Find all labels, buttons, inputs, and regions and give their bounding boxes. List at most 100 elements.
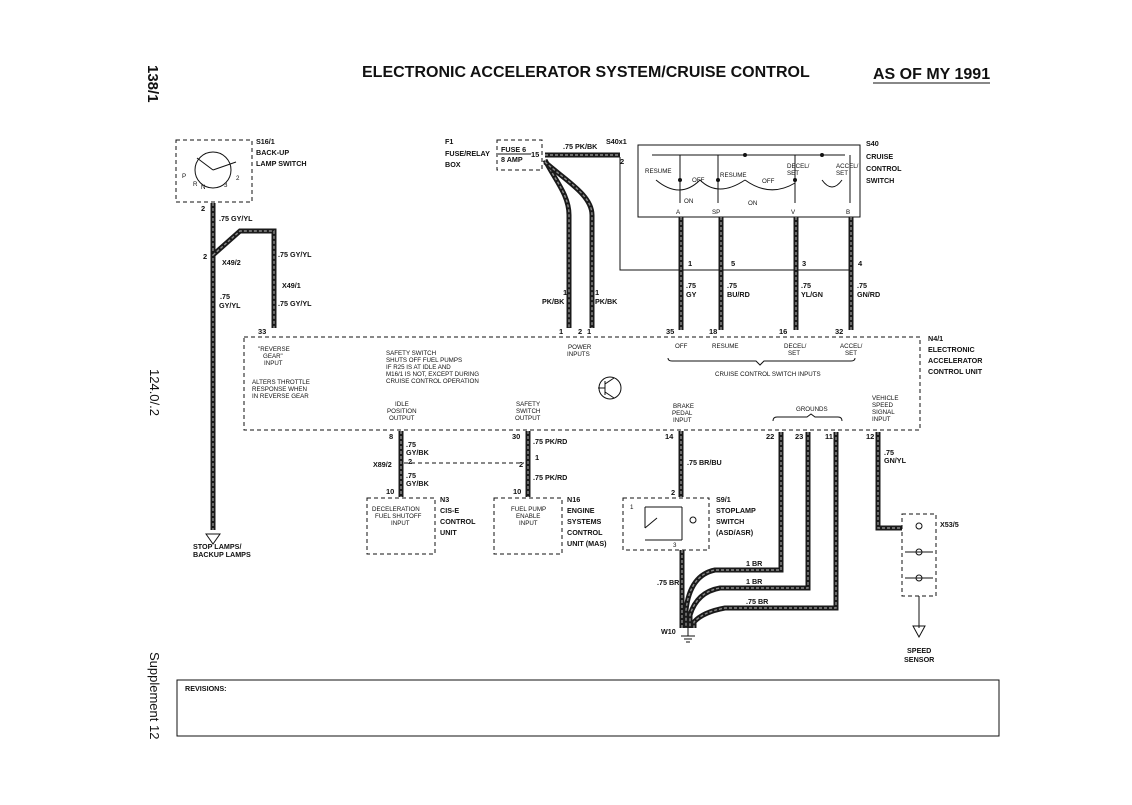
diagram-label: PEDAL (672, 410, 693, 417)
diagram-label: BOX (445, 160, 461, 169)
diagram-label: 2 (519, 460, 523, 469)
diagram-label: ALTERS THROTTLE (252, 379, 310, 386)
supplement-label: Supplement 12 (147, 652, 162, 739)
diagram-label: 2 (671, 488, 675, 497)
diagram-label: 14 (665, 432, 674, 441)
diagram-label: S16/1 (256, 137, 275, 146)
diagram-label: DECEL/ (787, 163, 810, 170)
diagram-label: ENGINE (567, 506, 595, 515)
diagram-label: GY/BK (406, 448, 430, 457)
diagram-label: INPUT (264, 360, 283, 367)
diagram-label: GY/YL (219, 301, 241, 310)
diagram-label: 10 (386, 487, 394, 496)
diagram-label: OUTPUT (515, 415, 541, 422)
diagram-label: .75 (801, 281, 811, 290)
diagram-label: ENABLE (516, 513, 540, 520)
diagram-label: 8 (389, 432, 393, 441)
diagram-label: SWITCH (716, 517, 744, 526)
diagram-label: INPUTS (567, 351, 590, 358)
diagram-label: ON (748, 200, 757, 207)
diagram-label: 8 AMP (501, 155, 523, 164)
fuse-relay-box: F1 FUSE/RELAY BOX FUSE 6 8 AMP 15 (445, 137, 543, 171)
diagram-label: YL/GN (801, 290, 823, 299)
connector-x53-5: X53/5 (901, 513, 959, 597)
svg-text:3: 3 (224, 182, 228, 189)
diagram-label: STOPLAMP (716, 506, 756, 515)
diagram-label: ELECTRONIC (928, 345, 975, 354)
diagram-label: BACK-UP (256, 148, 289, 157)
diagram-label: X53/5 (940, 520, 959, 529)
diagram-label: .75 GY/YL (219, 214, 253, 223)
diagram-label: INPUT (391, 520, 410, 527)
diagram-label: 10 (513, 487, 521, 496)
diagram-label: 16 (779, 327, 787, 336)
diagram-label: 35 (666, 327, 674, 336)
diagram-label: RESPONSE WHEN (252, 386, 307, 393)
diagram-label: CONTROL (866, 164, 902, 173)
diagram-label: 1 BR (746, 559, 763, 568)
diagram-label: S9/1 (716, 495, 731, 504)
diagram-label: FUEL PUMP (511, 506, 546, 513)
diagram-label: CRUISE (866, 152, 893, 161)
diagram-label: W10 (661, 627, 676, 636)
diagram-label: SAFETY (516, 401, 540, 408)
diagram-label: SWITCH (866, 176, 894, 185)
diagram-label: B (846, 209, 850, 216)
diagram-label: M16/1 IS NOT, EXCEPT DURING (386, 371, 479, 378)
diagram-label: GN/YL (884, 456, 907, 465)
diagram-label: UNIT (MAS) (567, 539, 607, 548)
diagram-label: .75 (884, 448, 894, 457)
diagram-label: CONTROL (567, 528, 603, 537)
diagram-label: 2 (578, 327, 582, 336)
diagram-label: 3 (673, 542, 677, 549)
diagram-label: 15 (531, 150, 539, 159)
diagram-label: PK/BK (542, 297, 565, 306)
revisions-label: REVISIONS: (185, 684, 227, 693)
diagram-label: 18 (709, 327, 717, 336)
stoplamp-switch: 1 3 S9/1 STOPLAMP SWITCH (ASD/ASR) (622, 495, 756, 551)
svg-text:P: P (182, 173, 186, 180)
diagram-label: 2 (620, 157, 624, 166)
diagram-label: 2 (203, 252, 207, 261)
diagram-label: CONTROL UNIT (928, 367, 983, 376)
diagram-label: 11 (825, 432, 833, 441)
diagram-label: 1 (595, 288, 599, 297)
diagram-label: .75 (727, 281, 737, 290)
arrow-speed-sensor (912, 625, 926, 639)
diagram-label: ACCEL/ (836, 163, 859, 170)
diagram-label: SIGNAL (872, 409, 895, 416)
diagram-label: 30 (512, 432, 520, 441)
diagram-label: LAMP SWITCH (256, 159, 307, 168)
as-of-label: AS OF MY 1991 (873, 66, 990, 83)
diagram-label: 33 (258, 327, 266, 336)
diagram-label: IN REVERSE GEAR (252, 393, 309, 400)
diagram-label: SYSTEMS (567, 517, 602, 526)
diagram-label: SET (788, 350, 800, 357)
arrow-stop-lamps (205, 533, 221, 545)
wire-s40-common (619, 157, 852, 271)
diagram-label: SPEED (872, 402, 894, 409)
diagram-label: A (676, 209, 681, 216)
diagram-label: SWITCH (516, 408, 540, 415)
diagram-label: .75 BR (746, 597, 769, 606)
diagram-label: INPUT (673, 417, 692, 424)
diagram-label: IDLE (395, 401, 409, 408)
diagram-label: GY (686, 290, 697, 299)
diagram-label: .75 PK/RD (533, 473, 567, 482)
diagram-label: SHUTS OFF FUEL PUMPS (386, 357, 462, 364)
diagram-label: 1 BR (746, 577, 763, 586)
diagram-label: .75 PK/BK (563, 142, 598, 151)
model-label: 124.0/.2 (147, 369, 162, 416)
diagram-label: .75 (857, 281, 867, 290)
diagram-label: F1 (445, 137, 453, 146)
diagram-label: 2 (201, 204, 205, 213)
diagram-label: DECEL/ (784, 343, 807, 350)
page-number: 138/1 (144, 65, 161, 103)
connector-s40x1: S40x1 (606, 137, 627, 146)
diagram-label: SPEED (907, 646, 931, 655)
ground-w10: W10 (661, 627, 695, 643)
cruise-control-switch: RESUME OFF RESUME OFF DECEL/ SET ACCEL/ … (637, 139, 902, 218)
diagram-label: 4 (858, 259, 863, 268)
